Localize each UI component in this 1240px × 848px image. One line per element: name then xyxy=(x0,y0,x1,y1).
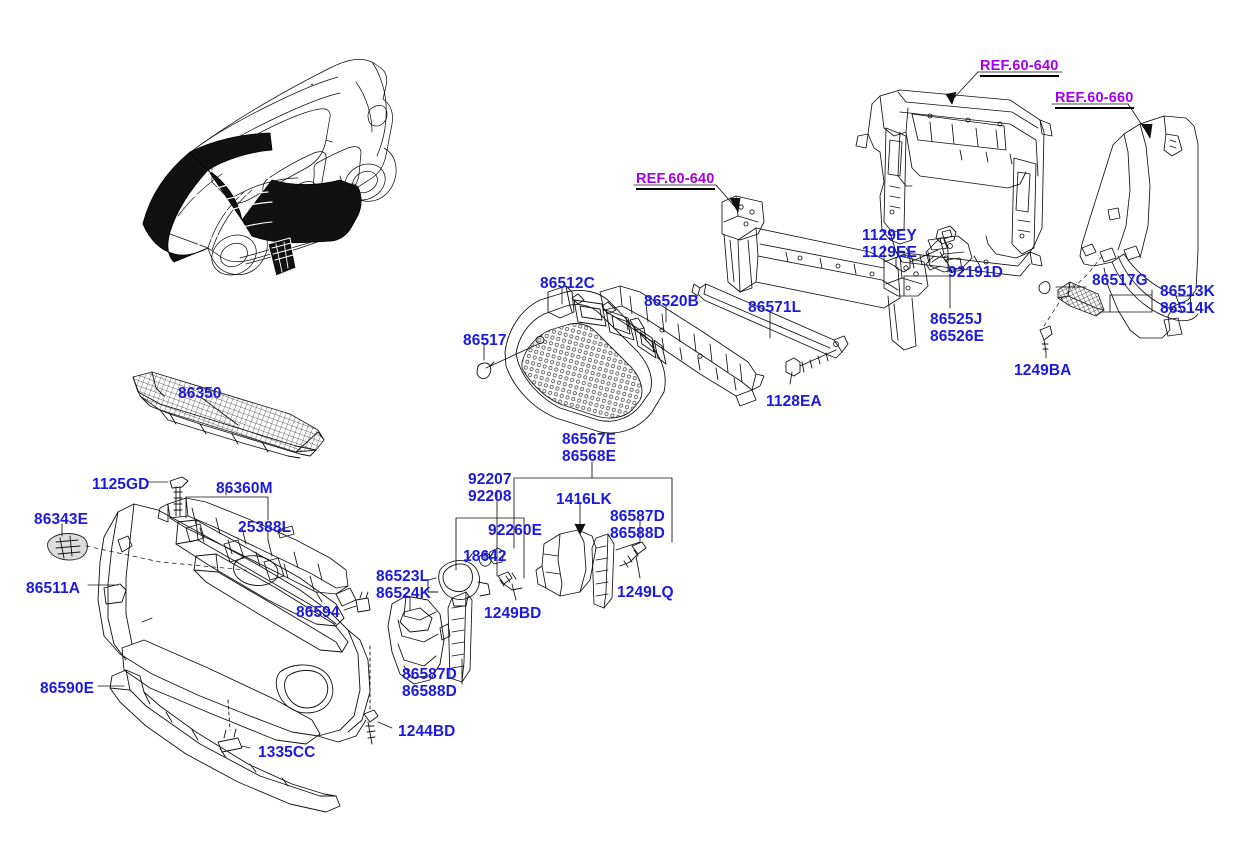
part-label-86511A[interactable]: 86511A xyxy=(26,580,81,597)
energy-absorber xyxy=(599,285,765,407)
part-label-1244BD[interactable]: 1244BD xyxy=(398,723,456,740)
part-label-86520B[interactable]: 86520B xyxy=(644,293,699,310)
part-label-86587D-86588D-mid[interactable]: 86587D 86588D xyxy=(610,508,665,542)
impact-beam xyxy=(721,195,929,351)
line-2: 86588D xyxy=(610,525,665,542)
part-label-92191D[interactable]: 92191D xyxy=(948,264,1003,281)
side-bracket-86525J xyxy=(925,235,973,273)
side-bracket-mid xyxy=(591,533,615,609)
air-duct-1416LK xyxy=(535,529,597,597)
line-2: 86514K xyxy=(1160,300,1215,317)
screw-1249BD xyxy=(497,571,523,591)
line-2: 92208 xyxy=(468,488,512,505)
line-2: 1129EE xyxy=(862,244,917,261)
horn-92191D xyxy=(935,225,957,245)
part-label-86350[interactable]: 86350 xyxy=(178,385,222,402)
part-label-86587D-86588D-lower[interactable]: 86587D 86588D xyxy=(402,666,457,700)
upper-stay-86360M xyxy=(157,497,357,607)
bumper-cover xyxy=(97,503,371,745)
ref-text: REF.60-660 xyxy=(1055,90,1134,109)
part-label-1249BD[interactable]: 1249BD xyxy=(484,605,542,622)
part-label-86343E[interactable]: 86343E xyxy=(34,511,89,528)
bolt-1125GD xyxy=(169,476,189,517)
radiator-support xyxy=(855,89,1053,277)
line-1: 92207 xyxy=(468,471,512,488)
line-1: 86523L xyxy=(376,568,430,585)
fog-lamp xyxy=(427,553,491,607)
side-bracket-lower xyxy=(447,591,473,683)
part-label-1416LK[interactable]: 1416LK xyxy=(556,491,612,508)
part-label-86590E[interactable]: 86590E xyxy=(40,680,95,697)
clip-86517 xyxy=(476,361,495,379)
part-label-1249LQ[interactable]: 1249LQ xyxy=(617,584,674,601)
ref-label-60-660[interactable]: REF.60-660 xyxy=(1055,90,1134,109)
ref-text: REF.60-640 xyxy=(980,58,1059,77)
line-1: 86587D xyxy=(402,666,457,683)
part-label-92260E[interactable]: 92260E xyxy=(488,522,543,539)
part-label-92207-92208[interactable]: 92207 92208 xyxy=(468,471,512,505)
clip-1335CC xyxy=(217,699,243,753)
part-label-86594[interactable]: 86594 xyxy=(296,604,340,621)
leader-lines xyxy=(61,71,1153,749)
part-label-1129EY-1129EE[interactable]: 1129EY 1129EE xyxy=(862,227,917,261)
line-1: 86513K xyxy=(1160,283,1215,300)
line-1: 1129EY xyxy=(862,227,917,244)
clip-86594 xyxy=(355,591,371,613)
screw-1244BD xyxy=(363,645,379,745)
line-2: 86524K xyxy=(376,585,431,602)
part-label-1335CC[interactable]: 1335CC xyxy=(258,744,316,761)
part-label-86360M[interactable]: 86360M xyxy=(216,480,273,497)
upper-stay xyxy=(691,283,849,359)
part-label-86567E-86568E[interactable]: 86567E 86568E xyxy=(562,431,616,465)
ref-label-60-640-mid[interactable]: REF.60-640 xyxy=(636,171,715,190)
part-label-86517G[interactable]: 86517G xyxy=(1092,272,1148,289)
line-2: 86568E xyxy=(562,448,617,465)
part-label-1249BA[interactable]: 1249BA xyxy=(1014,362,1072,379)
ref-label-60-640-top[interactable]: REF.60-640 xyxy=(980,58,1059,77)
screw-1249BA xyxy=(1039,325,1053,353)
line-2: 86526E xyxy=(930,328,985,345)
bolt-1129EY xyxy=(895,249,939,273)
fog-lamp-cover xyxy=(387,595,451,685)
line-1: 86567E xyxy=(562,431,617,448)
part-label-86523L-86524K[interactable]: 86523L 86524K xyxy=(376,568,431,602)
radiator-grille xyxy=(132,371,325,459)
clip-86517G xyxy=(1038,281,1051,295)
screw-1249LQ xyxy=(619,541,647,568)
emblem-86343E xyxy=(47,533,88,561)
line-2: 86588D xyxy=(402,683,457,700)
part-label-86525J-86526E[interactable]: 86525J 86526E xyxy=(930,311,984,345)
part-label-1125GD[interactable]: 1125GD xyxy=(92,476,150,493)
vehicle-highlighted-bumper xyxy=(142,132,362,277)
part-label-86571L[interactable]: 86571L xyxy=(748,299,802,316)
lower-grille xyxy=(504,285,667,434)
part-label-25388L[interactable]: 25388L xyxy=(238,519,292,536)
bulb-18642 xyxy=(478,547,505,567)
lower-lip-spoiler xyxy=(109,669,341,813)
line-1: 86525J xyxy=(930,311,983,328)
part-label-86512C[interactable]: 86512C xyxy=(540,275,595,292)
ref-text: REF.60-640 xyxy=(636,171,715,190)
part-label-86513K-86514K[interactable]: 86513K 86514K xyxy=(1160,283,1215,317)
part-label-1128EA[interactable]: 1128EA xyxy=(766,393,822,410)
front-fender xyxy=(1079,115,1199,339)
line-1: 86587D xyxy=(610,508,665,525)
part-label-18642[interactable]: 18642 xyxy=(463,548,507,565)
bolt-1128EA xyxy=(785,349,837,377)
part-label-86517[interactable]: 86517 xyxy=(463,332,507,349)
